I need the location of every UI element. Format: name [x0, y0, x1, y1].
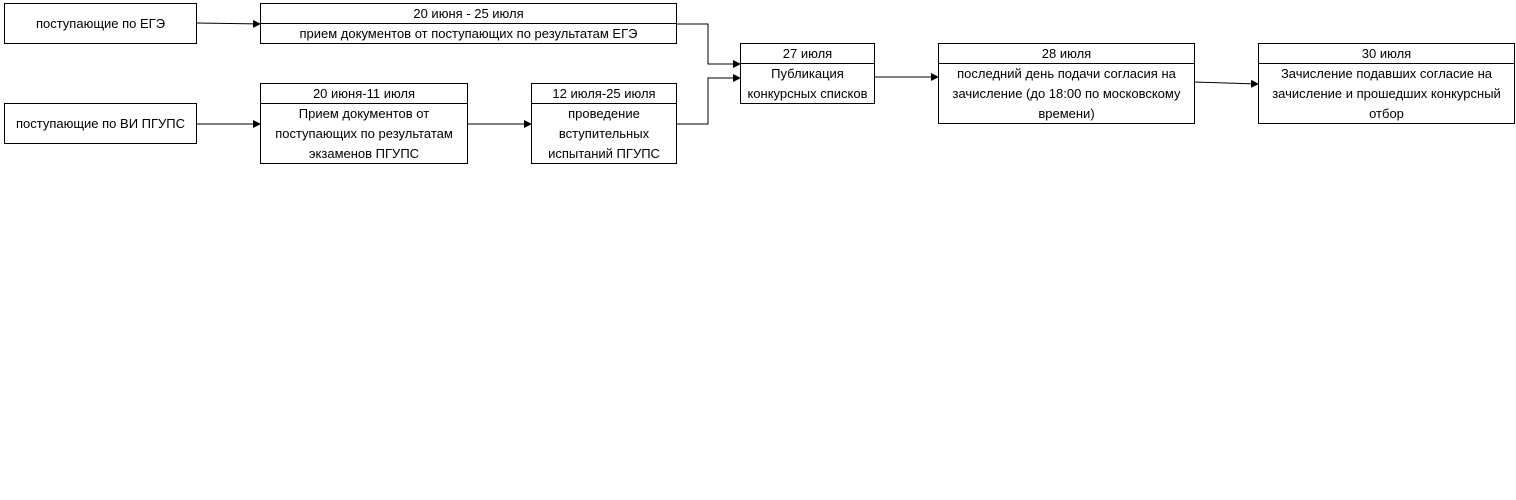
stage-text: последний день подачи согласия на зачисл…	[952, 66, 1181, 121]
arrow-egedocs-to-publication	[676, 23, 741, 68]
ege-applicants-node: поступающие по ЕГЭ	[4, 3, 197, 44]
stage-date: 20 июня - 25 июля	[261, 4, 676, 24]
stage-text: Зачисление подавших согласие на зачислен…	[1272, 66, 1501, 121]
stage-date: 27 июля	[741, 44, 874, 64]
stage-vi-docs: 20 июня-11 июля Прием документов от пост…	[260, 83, 468, 164]
stage-date: 28 июля	[939, 44, 1194, 64]
arrow-consent-to-enrollment	[1193, 79, 1259, 88]
vi-applicants-node: поступающие по ВИ ПГУПС	[4, 103, 197, 144]
stage-text: прием документов от поступающих по резул…	[299, 26, 638, 41]
stage-text: проведение вступительных испытаний ПГУПС	[548, 106, 660, 161]
stage-text: Прием документов от поступающих по резул…	[275, 106, 453, 161]
stage-ege-docs: 20 июня - 25 июля прием документов от по…	[260, 3, 677, 44]
vi-applicants-label: поступающие по ВИ ПГУПС	[15, 115, 186, 131]
stage-date: 20 июня-11 июля	[261, 84, 467, 104]
ege-applicants-label: поступающие по ЕГЭ	[35, 15, 166, 31]
stage-date: 12 июля-25 июля	[532, 84, 676, 104]
stage-consent-deadline: 28 июля последний день подачи согласия н…	[938, 43, 1195, 124]
stage-publication: 27 июля Публикация конкурсных списков	[740, 43, 875, 104]
arrow-exams-to-publication	[676, 74, 741, 125]
stage-date: 30 июля	[1259, 44, 1514, 64]
stage-text: Публикация конкурсных списков	[747, 66, 868, 101]
arrow-ege-to-docs	[195, 19, 261, 28]
stage-vi-exams: 12 июля-25 июля проведение вступительных…	[531, 83, 677, 164]
stage-enrollment: 30 июля Зачисление подавших согласие на …	[1258, 43, 1515, 124]
